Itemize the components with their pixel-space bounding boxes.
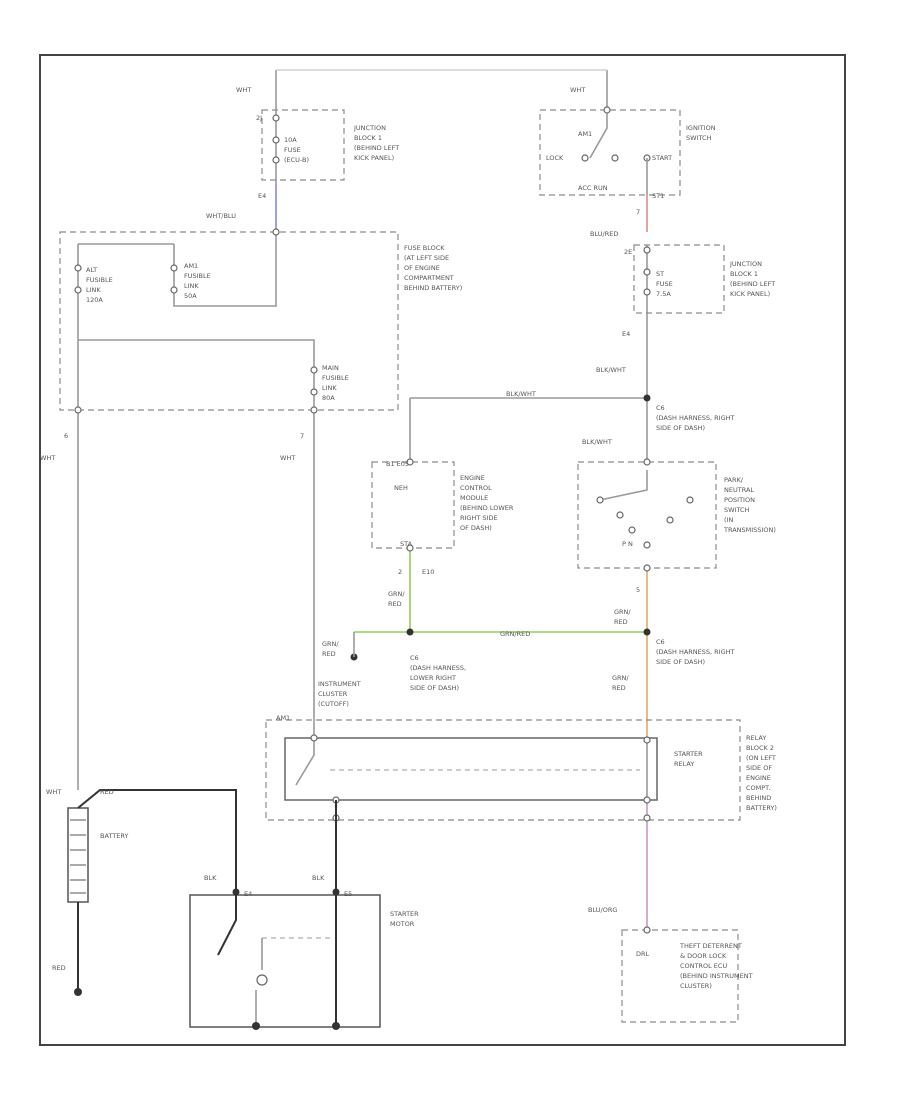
label-grn-red-1: GRN/RED [388, 590, 405, 608]
label-conn-e4: E4 [258, 192, 266, 200]
label-pin-6: 6 [64, 432, 68, 440]
label-blk-wht-3: BLK/WHT [582, 438, 612, 446]
label-ign-st1: ST1 [652, 192, 664, 200]
splice-points [350, 394, 651, 661]
label-conn-e4b: E4 [622, 330, 630, 338]
theft-deterrent-ecu [621, 926, 739, 1023]
label-wht-batt: WHT [46, 788, 61, 796]
label-blk-wht-1: BLK/WHT [596, 366, 626, 374]
label-ecm-conn: E10 [422, 568, 434, 576]
label-battery: BATTERY [100, 832, 128, 840]
label-grn-red-4: GRN/RED [612, 674, 629, 692]
label-blu-red: BLU/RED [590, 230, 618, 238]
label-ign-pin: 7 [636, 208, 640, 216]
label-grn-red-2: GRN/RED [614, 608, 631, 626]
label-wht-top-left: WHT [236, 86, 251, 94]
label-pnp-pin: 5 [636, 586, 640, 594]
label-ign-acc: ACC RUN [578, 184, 608, 192]
label-blk-2: BLK [312, 874, 325, 882]
ignition-switch [539, 106, 681, 196]
label-grn-red-wire: GRN/RED [500, 630, 530, 638]
label-pnp-pins: P N [622, 540, 633, 548]
label-conn-e5-starter: E5 [344, 890, 352, 898]
junction-block-1-left [261, 109, 345, 181]
label-ecm-sta: STA [400, 540, 413, 548]
diagram-frame [39, 54, 846, 1046]
label-ign-am1: AM1 [578, 130, 592, 138]
label-ign-start: START [652, 154, 672, 162]
starter-relay [265, 719, 741, 822]
label-pin-7: 7 [300, 432, 304, 440]
fuse-block [59, 228, 399, 790]
label-ecm-box: NEH [394, 484, 408, 492]
label-fuse-10-conn: 2J [256, 114, 262, 122]
label-grn-red-3: GRN/RED [322, 640, 339, 658]
label-blk-wht-2: BLK/WHT [506, 390, 536, 398]
starter-motor [189, 800, 381, 1030]
label-ign-lock: LOCK [546, 154, 564, 162]
label-wht-mid: WHT [280, 454, 295, 462]
engine-control-module [371, 458, 455, 552]
label-ecm-pins: B1 E05 [386, 460, 409, 468]
label-blu-org: BLU/ORG [588, 906, 617, 914]
label-red-batt: RED [100, 788, 114, 796]
label-wht-left: WHT [40, 454, 55, 462]
battery [67, 789, 237, 996]
label-red-bottom: RED [52, 964, 66, 972]
label-theft-box: DRL [636, 950, 650, 958]
label-blk-1: BLK [204, 874, 217, 882]
top-wiring [275, 69, 648, 930]
park-neutral-switch [577, 458, 717, 572]
label-ecm-pin: 2 [398, 568, 402, 576]
label-conn-e4-starter: E4 [244, 890, 252, 898]
label-wht-top-right: WHT [570, 86, 585, 94]
label-wht-blu: WHT/BLU [206, 212, 236, 220]
label-st-conn: 2E [624, 248, 632, 256]
label-relay-am: AM1 [276, 714, 290, 722]
junction-block-1-right [633, 244, 725, 314]
